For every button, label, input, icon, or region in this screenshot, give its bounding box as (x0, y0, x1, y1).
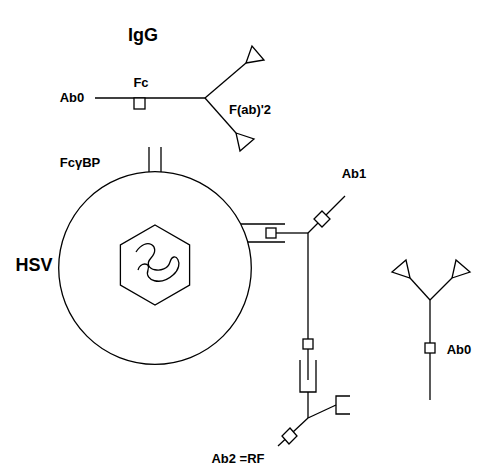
antibody-label: Ab2 =RF (211, 452, 264, 466)
fragment-label: F(ab)'2 (229, 103, 271, 117)
virus-outline (58, 171, 252, 365)
antibody-label: Ab1 (342, 167, 367, 181)
antibody-label: Ab0 (447, 343, 472, 357)
antibody-label: Ab0 (60, 91, 85, 105)
fragment-label: Fc (133, 76, 148, 90)
molecule-title: IgG (128, 26, 158, 46)
virus-circle: HSV (58, 171, 252, 365)
virus-envelope (59, 172, 252, 365)
virus-label: HSV (15, 256, 52, 276)
receptor-label: FcγBP (60, 156, 100, 170)
